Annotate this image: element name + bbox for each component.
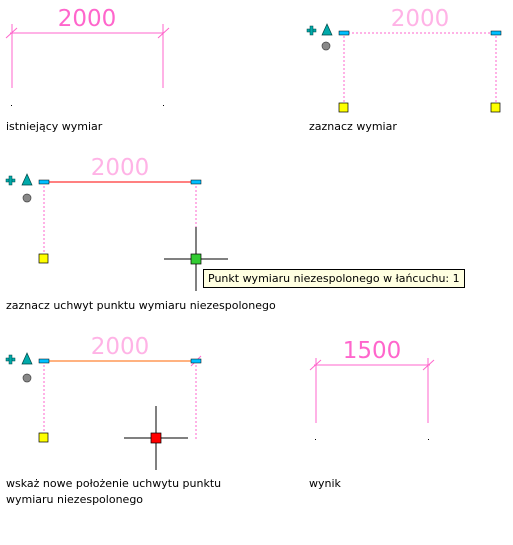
point-marker <box>315 439 316 440</box>
panel-select: 2000 <box>306 6 502 113</box>
grip-point[interactable] <box>490 102 501 113</box>
grip-point[interactable] <box>38 253 49 264</box>
dimension-text: 1500 <box>343 338 402 364</box>
caption-existing: istniejący wymiar <box>6 120 103 133</box>
grip-selected[interactable] <box>190 253 202 265</box>
caption-move-line1: wskaż nowe położenie uchwytu punktu <box>6 477 222 490</box>
point-marker <box>428 439 429 440</box>
point-marker <box>163 105 164 106</box>
grip-dimension-end[interactable] <box>190 179 202 185</box>
grip-dimension-end[interactable] <box>190 358 202 364</box>
dimension-text: 2000 <box>91 334 150 360</box>
dimension-text: 2000 <box>58 6 117 32</box>
tick-left <box>5 27 18 39</box>
grip-dimension-end[interactable] <box>490 30 502 36</box>
tick-left <box>309 359 322 371</box>
tick-right <box>422 359 435 371</box>
circle-icon[interactable] <box>321 41 331 51</box>
caption-select: zaznacz wymiar <box>309 120 397 133</box>
grip-hot[interactable] <box>150 432 162 444</box>
plus-icon[interactable] <box>5 354 16 365</box>
dimension-text: 2000 <box>391 6 450 32</box>
triangle-icon[interactable] <box>321 23 333 36</box>
panel-result: 1500 <box>309 338 435 440</box>
triangle-icon[interactable] <box>21 173 33 186</box>
circle-icon[interactable] <box>22 193 32 203</box>
caption-result: wynik <box>309 477 341 490</box>
panel-grip: 2000 <box>5 155 228 291</box>
grip-dimension-end[interactable] <box>38 358 50 364</box>
dimension-text: 2000 <box>91 155 150 181</box>
grip-dimension-end[interactable] <box>38 179 50 185</box>
grip-point[interactable] <box>338 102 349 113</box>
circle-icon[interactable] <box>22 373 32 383</box>
grip-point[interactable] <box>38 432 49 443</box>
point-marker <box>11 105 12 106</box>
grip-tooltip: Punkt wymiaru niezespolonego w łańcuchu:… <box>203 269 465 288</box>
caption-grip: zaznacz uchwyt punktu wymiaru niezespolo… <box>6 299 276 312</box>
grip-dimension-end[interactable] <box>338 30 350 36</box>
tick-right <box>157 27 170 39</box>
panel-move: 2000 <box>5 334 202 470</box>
plus-icon[interactable] <box>5 175 16 186</box>
triangle-icon[interactable] <box>21 352 33 365</box>
panel-existing: 2000 <box>5 6 170 106</box>
caption-move-line2: wymiaru niezespolonego <box>6 493 144 506</box>
plus-icon[interactable] <box>306 25 317 36</box>
